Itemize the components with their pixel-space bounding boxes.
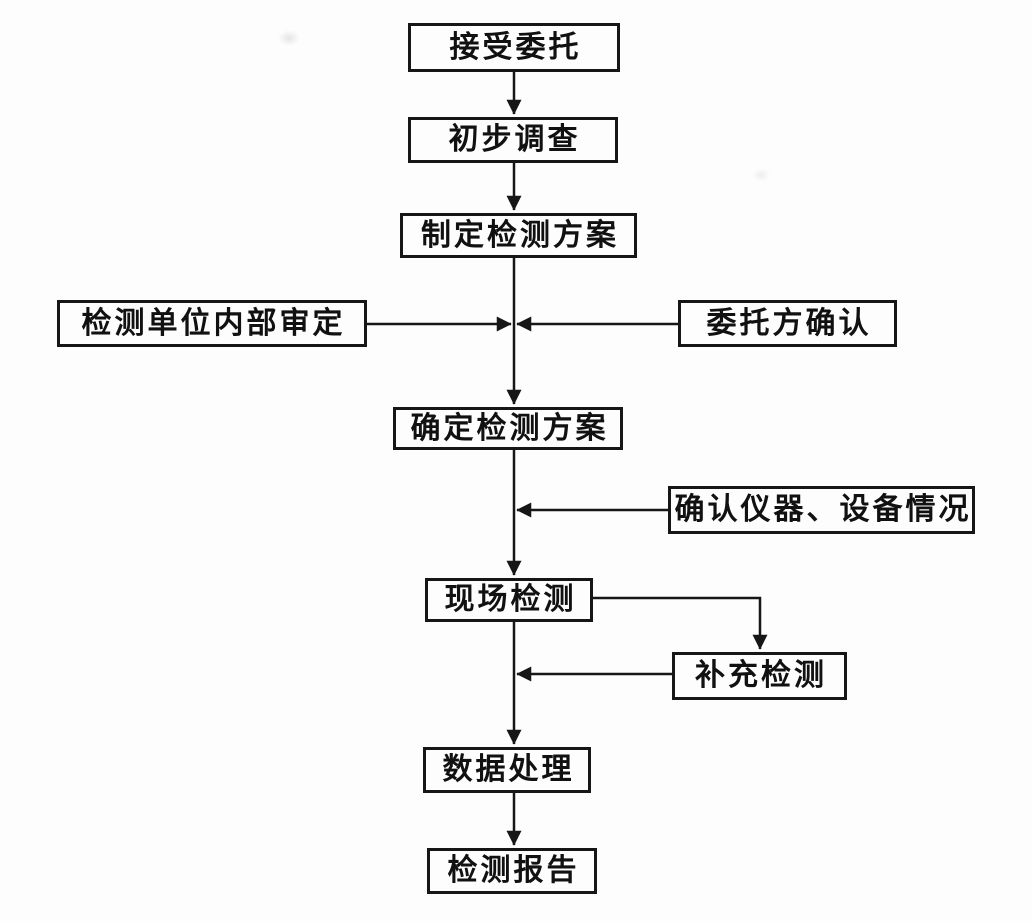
node-internal-review: 检测单位内部审定: [57, 300, 367, 347]
node-label: 初步调查: [448, 123, 581, 156]
node-finalize-testing-plan: 确定检测方案: [393, 407, 623, 450]
node-label: 数据处理: [442, 753, 575, 786]
node-data-processing: 数据处理: [423, 747, 591, 793]
node-equipment-check: 确认仪器、设备情况: [668, 486, 975, 534]
node-label: 检测报告: [447, 854, 580, 887]
node-label: 检测单位内部审定: [81, 306, 346, 340]
node-preliminary-survey: 初步调查: [408, 117, 618, 163]
node-supplementary-testing: 补充检测: [672, 652, 847, 700]
node-label: 委托方确认: [706, 306, 872, 340]
node-accept-commission: 接受委托: [408, 23, 620, 72]
node-onsite-testing: 现场检测: [425, 578, 593, 622]
edge-sitetest-supplementtest: [593, 596, 768, 650]
node-label: 确定检测方案: [410, 411, 609, 445]
node-label: 现场检测: [444, 583, 577, 616]
node-testing-report: 检测报告: [427, 848, 597, 894]
node-client-confirmation: 委托方确认: [678, 300, 897, 347]
node-label: 制定检测方案: [421, 218, 619, 252]
node-draft-testing-plan: 制定检测方案: [400, 213, 637, 258]
node-label: 接受委托: [449, 30, 582, 64]
node-label: 补充检测: [695, 659, 827, 692]
node-label: 确认仪器、设备情况: [674, 493, 972, 526]
